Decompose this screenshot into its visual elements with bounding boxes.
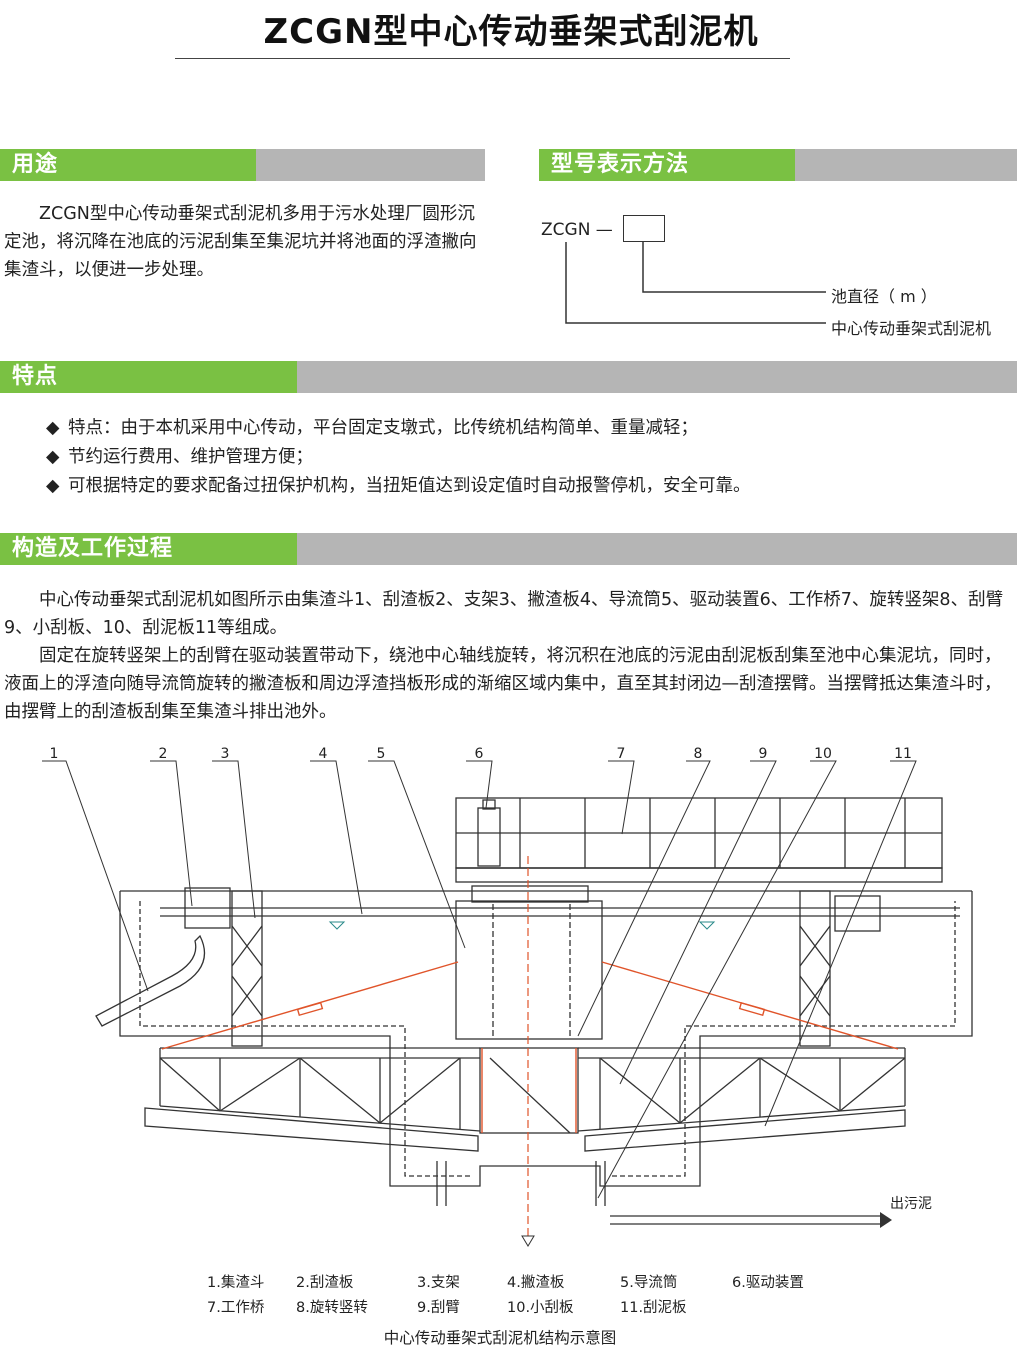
callout-4: 4 — [319, 746, 328, 762]
callout-10: 10 — [814, 746, 832, 762]
structure-text: 中心传动垂架式刮泥机如图所示由集渣斗1、刮渣板2、支架3、撇渣板4、导流筒5、驱… — [4, 586, 1018, 726]
feature-item: ◆特点：由于本机采用中心传动，平台固定支墩式，比传统机结构简单、重量减轻； — [46, 418, 698, 438]
callout-7: 7 — [617, 746, 626, 762]
legend-item: 9.刮臂 — [417, 1300, 460, 1316]
callout-11: 11 — [894, 746, 912, 762]
callout-3: 3 — [221, 746, 230, 762]
legend-item: 6.驱动装置 — [732, 1275, 804, 1291]
feature-item: ◆可根据特定的要求配备过扭保护机构，当扭矩值达到设定值时自动报警停机，安全可靠。 — [46, 476, 751, 496]
legend-item: 8.旋转竖转 — [296, 1300, 368, 1316]
section-title-model: 型号表示方法 — [539, 149, 795, 181]
section-bar-model: 型号表示方法 — [539, 149, 1017, 181]
model-diameter-label: 池直径（ m ） — [831, 287, 937, 306]
structure-diagram: 1 2 3 4 5 6 7 8 9 10 11 出污泥 — [42, 746, 973, 1247]
model-type-label: 中心传动垂架式刮泥机 — [831, 319, 992, 338]
callout-5: 5 — [377, 746, 386, 762]
model-code: ZCGN — — [541, 220, 613, 240]
legend-item: 2.刮渣板 — [296, 1275, 354, 1291]
callout-9: 9 — [759, 746, 768, 762]
section-bar-structure: 构造及工作过程 — [0, 533, 1017, 565]
diagram-caption: 中心传动垂架式刮泥机结构示意图 — [383, 1329, 617, 1347]
structure-paragraph-1: 中心传动垂架式刮泥机如图所示由集渣斗1、刮渣板2、支架3、撇渣板4、导流筒5、驱… — [4, 590, 1004, 638]
section-title-structure: 构造及工作过程 — [0, 533, 297, 565]
title-divider — [175, 58, 790, 59]
section-bar-usage: 用途 — [0, 149, 485, 181]
callout-1: 1 — [50, 746, 59, 762]
outlet-label: 出污泥 — [890, 1196, 932, 1212]
legend-item: 11.刮泥板 — [620, 1300, 687, 1316]
legend-item: 1.集渣斗 — [207, 1275, 265, 1291]
page-title: ZCGN型中心传动垂架式刮泥机 — [263, 12, 759, 52]
feature-item: ◆节约运行费用、维护管理方便； — [46, 447, 313, 467]
legend-item: 10.小刮板 — [507, 1300, 574, 1316]
diamond-bullet-icon: ◆ — [46, 476, 60, 496]
legend-item: 3.支架 — [417, 1275, 460, 1291]
legend-item: 7.工作桥 — [207, 1300, 265, 1316]
section-title-features: 特点 — [0, 361, 297, 393]
model-diameter-box — [623, 215, 665, 242]
legend-item: 5.导流筒 — [620, 1275, 678, 1291]
section-title-usage: 用途 — [0, 149, 256, 181]
usage-paragraph: ZCGN型中心传动垂架式刮泥机多用于污水处理厂圆形沉定池，将沉降在池底的污泥刮集… — [4, 204, 477, 280]
callout-8: 8 — [694, 746, 703, 762]
structure-paragraph-2: 固定在旋转竖架上的刮臂在驱动装置带动下，绕池中心轴线旋转，将沉积在池底的污泥由刮… — [4, 646, 1002, 722]
diamond-bullet-icon: ◆ — [46, 418, 60, 438]
model-notation-lines — [565, 242, 826, 324]
callout-6: 6 — [475, 746, 484, 762]
legend-item: 4.撇渣板 — [507, 1275, 565, 1291]
callout-2: 2 — [159, 746, 168, 762]
usage-text: ZCGN型中心传动垂架式刮泥机多用于污水处理厂圆形沉定池，将沉降在池底的污泥刮集… — [4, 200, 486, 284]
diamond-bullet-icon: ◆ — [46, 447, 60, 467]
section-bar-features: 特点 — [0, 361, 1017, 393]
